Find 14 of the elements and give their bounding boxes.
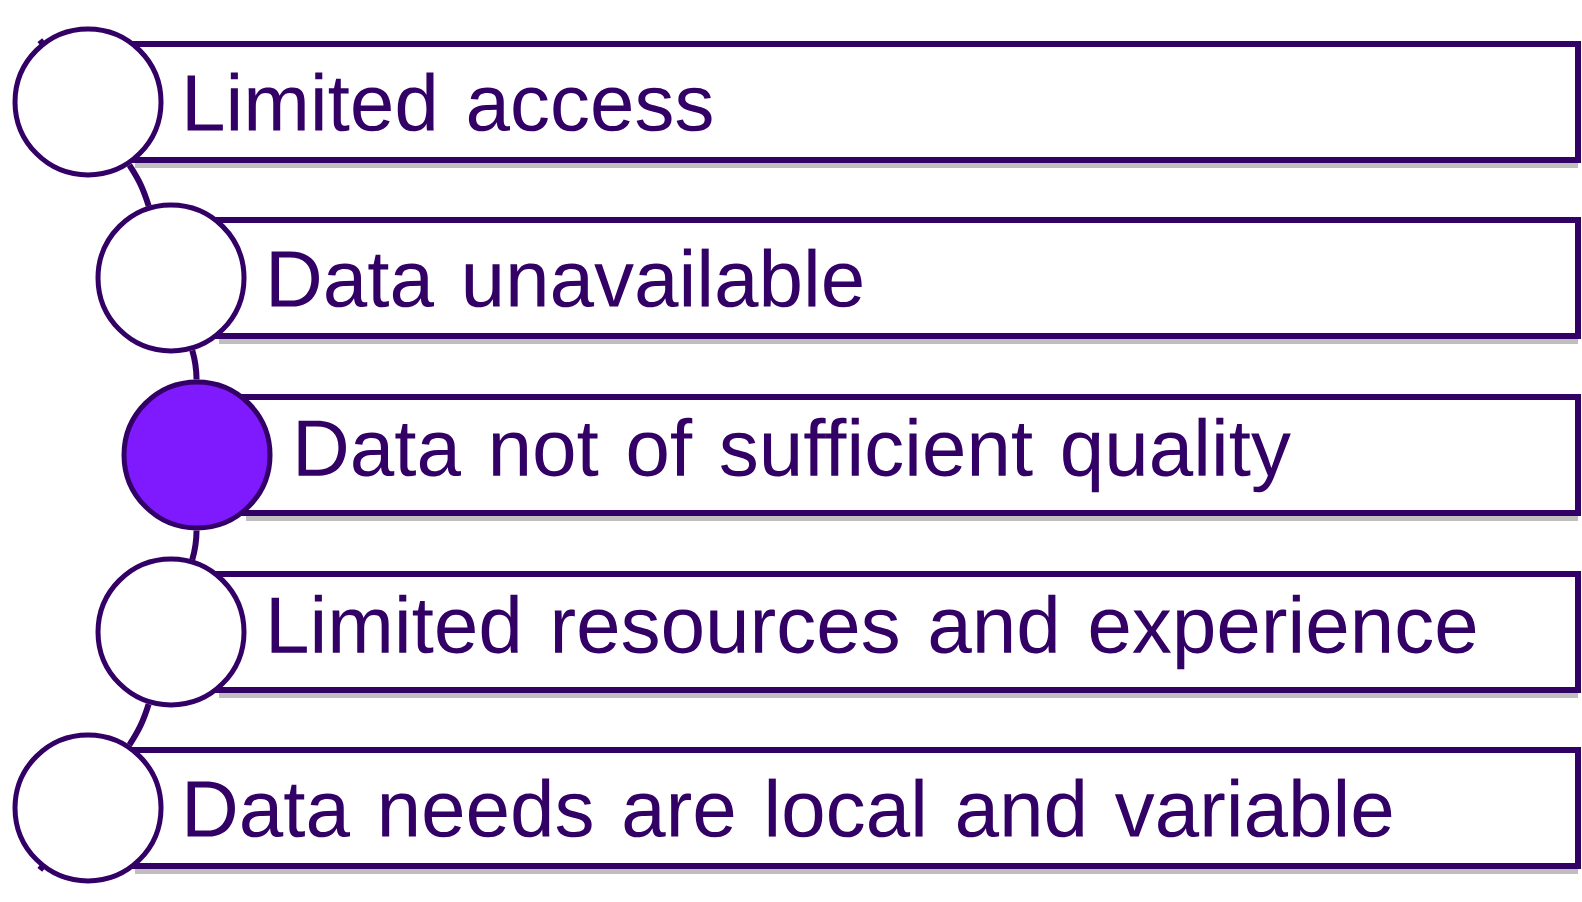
list-circle xyxy=(12,26,164,178)
list-bar: Limited access xyxy=(128,41,1581,168)
list-bar: Data not of sufficient quality xyxy=(239,394,1581,521)
list-circle xyxy=(95,556,247,708)
arc-line xyxy=(189,530,200,561)
list-circle xyxy=(121,379,273,531)
list-circle xyxy=(12,732,164,884)
list-bar: Limited resources and experience xyxy=(212,571,1581,698)
list-bar: Data needs are local and variable xyxy=(128,747,1581,874)
arc-line xyxy=(189,349,200,380)
arc-line xyxy=(126,163,152,207)
list-bar: Data unavailable xyxy=(212,217,1581,344)
arc-line xyxy=(126,703,152,747)
list-circle xyxy=(95,202,247,354)
